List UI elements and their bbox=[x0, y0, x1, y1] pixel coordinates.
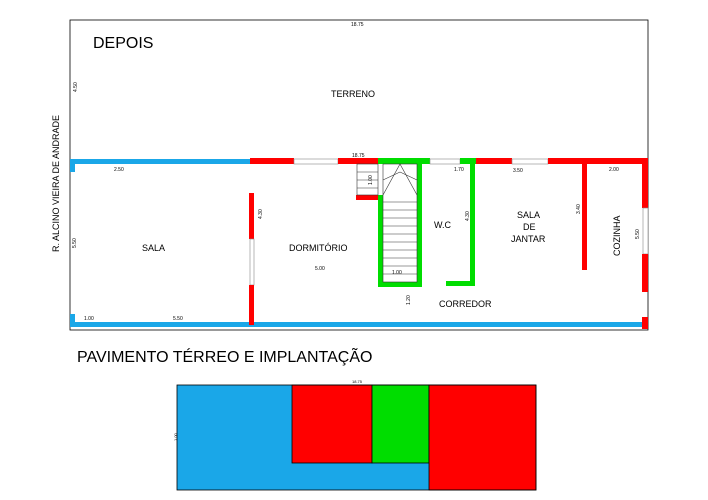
window-cozinha bbox=[642, 207, 649, 255]
dim-bottom-left: 1.00 bbox=[84, 316, 94, 322]
wall-top-jantar-2 bbox=[548, 158, 648, 164]
dim-cozinha-width: 2.00 bbox=[609, 167, 619, 173]
dim-top-total: 18.75 bbox=[351, 22, 364, 28]
dim-cozinha-height: 5.50 bbox=[635, 229, 641, 239]
site-area-wc bbox=[371, 384, 430, 464]
room-sala-jantar-line2: DE bbox=[523, 222, 536, 232]
room-terreno: TERRENO bbox=[331, 89, 375, 99]
dim-terreno-height: 4.50 bbox=[73, 82, 79, 92]
wall-jantar-cozinha bbox=[582, 164, 587, 270]
wall-top-jantar-1 bbox=[476, 158, 512, 164]
dim-wc-width: 1.70 bbox=[454, 167, 464, 173]
wall-stair-bottom bbox=[378, 282, 422, 287]
wall-stair-left bbox=[378, 195, 383, 287]
staircase bbox=[356, 163, 418, 283]
wall-top-dorm-2 bbox=[338, 158, 380, 164]
wall-left-top bbox=[70, 164, 75, 172]
wall-left-bottom bbox=[70, 314, 75, 326]
wall-right-bottom bbox=[642, 254, 648, 292]
window-jantar bbox=[511, 158, 549, 165]
dim-stair-bottom: 1.00 bbox=[392, 270, 402, 276]
site-area-jantar-cozinha bbox=[428, 384, 537, 491]
wall-dorm-left-bottom bbox=[249, 285, 254, 325]
plan-caption: PAVIMENTO TÉRREO E IMPLANTAÇÃO bbox=[77, 346, 372, 366]
room-wc: W.C bbox=[434, 220, 451, 230]
wall-wc-right bbox=[470, 164, 475, 286]
window-wc bbox=[429, 158, 461, 165]
room-sala: SALA bbox=[142, 243, 165, 253]
dim-jantar-width: 3.50 bbox=[513, 168, 523, 174]
wall-right-end bbox=[642, 317, 648, 329]
room-sala-jantar-line1: SALA bbox=[517, 210, 540, 220]
site-width-label: 18.75 bbox=[352, 379, 363, 384]
dim-wall-line-total: 18.75 bbox=[352, 153, 365, 159]
site-outline bbox=[176, 384, 537, 491]
wall-top-wc-2 bbox=[460, 158, 476, 164]
dim-sala-height: 5.50 bbox=[72, 238, 78, 248]
lot-outline bbox=[69, 19, 649, 331]
wall-top-wc bbox=[378, 158, 430, 164]
wall-wc-left bbox=[417, 164, 422, 287]
site-area-dormitorio bbox=[291, 384, 373, 464]
wall-top-dorm-1 bbox=[250, 158, 294, 164]
street-name: R. ALCINO VIEIRA DE ANDRADE bbox=[51, 115, 61, 252]
wall-stair-small bbox=[356, 195, 380, 200]
site-block-diagram: 18.75 1.00 bbox=[173, 379, 537, 491]
wall-wc-bottom bbox=[446, 281, 475, 286]
dim-dormitorio-width: 5.00 bbox=[315, 266, 325, 272]
wall-bottom bbox=[70, 322, 642, 327]
dim-jantar-height: 3.40 bbox=[576, 204, 582, 214]
window-dorm bbox=[293, 158, 339, 165]
wall-dorm-left-top bbox=[249, 193, 254, 239]
dim-wc-height: 4.30 bbox=[465, 211, 471, 221]
dim-bottom-mid: 5.50 bbox=[173, 316, 183, 322]
dim-sala-width: 2.50 bbox=[114, 167, 124, 173]
site-height-label: 1.00 bbox=[173, 432, 178, 441]
room-corredor: CORREDOR bbox=[439, 299, 492, 309]
dim-stair-small: 1.00 bbox=[368, 175, 374, 185]
wall-right-top bbox=[642, 164, 648, 208]
room-cozinha: COZINHA bbox=[612, 216, 622, 257]
room-sala-jantar-line3: JANTAR bbox=[511, 234, 546, 244]
dim-corredor-width: 1.20 bbox=[406, 295, 412, 305]
dim-dormitorio-height: 4.30 bbox=[258, 209, 264, 219]
wall-top-sala bbox=[70, 159, 250, 164]
door-dorm bbox=[249, 238, 255, 286]
room-dormitorio: DORMITÓRIO bbox=[289, 243, 348, 253]
plan-title: DEPOIS bbox=[93, 35, 153, 52]
